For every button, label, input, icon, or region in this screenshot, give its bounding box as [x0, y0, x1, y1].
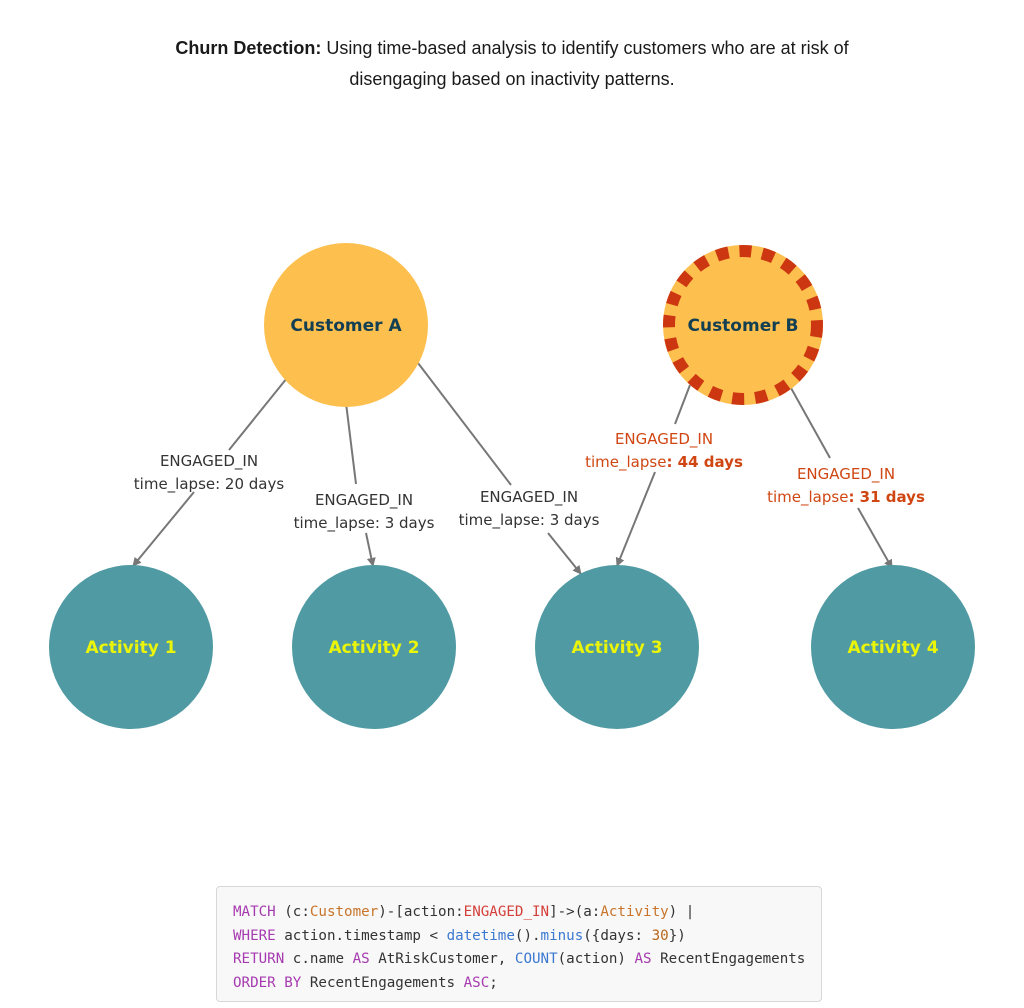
node-label: Customer A: [290, 316, 402, 336]
node-label: Customer B: [687, 316, 798, 336]
edge-label-a1: ENGAGED_IN time_lapse: 20 days: [134, 452, 285, 494]
edge-label-rel: ENGAGED_IN: [797, 465, 895, 484]
header-text-line2: disengaging based on inactivity patterns…: [349, 69, 675, 89]
code-line-order: ORDER BY RecentEngagements ASC;: [233, 974, 498, 991]
edge-a-activity1: [132, 377, 288, 567]
edge-b-activity4: [790, 387, 893, 569]
edge-label-rel: ENGAGED_IN: [480, 488, 578, 507]
edge-label-lapse: time_lapse: 31 days: [767, 488, 925, 507]
node-customer-a: Customer A: [264, 243, 428, 407]
node-activity-1: Activity 1: [49, 565, 213, 729]
node-customer-b-at-risk: Customer B: [663, 245, 823, 405]
node-label: Activity 2: [328, 638, 419, 658]
edge-label-lapse: time_lapse: 3 days: [294, 514, 435, 533]
header-title: Churn Detection:: [175, 38, 322, 58]
churn-graph-diagram: ENGAGED_IN time_lapse: 20 days ENGAGED_I…: [49, 243, 975, 729]
node-activity-3: Activity 3: [535, 565, 699, 729]
code-line-match: MATCH (c:Customer)-[action:ENGAGED_IN]->…: [233, 904, 695, 920]
edge-b-activity3: [615, 384, 691, 567]
node-label: Activity 3: [571, 638, 662, 658]
edge-a-activity3: [417, 362, 582, 575]
edge-label-rel: ENGAGED_IN: [315, 491, 413, 510]
edge-label-a2: ENGAGED_IN time_lapse: 3 days: [294, 491, 435, 533]
edge-label-b4: ENGAGED_IN time_lapse: 31 days: [767, 465, 925, 507]
risk-dashed-ring: [663, 245, 823, 405]
header-description: Churn Detection: Using time-based analys…: [0, 33, 1024, 95]
edge-label-rel: ENGAGED_IN: [615, 430, 713, 449]
node-activity-2: Activity 2: [292, 565, 456, 729]
edge-label-lapse: time_lapse: 44 days: [585, 453, 743, 472]
edge-label-rel: ENGAGED_IN: [160, 452, 258, 471]
edge-label-lapse: time_lapse: 20 days: [134, 475, 285, 494]
edge-label-b3: ENGAGED_IN time_lapse: 44 days: [585, 430, 743, 472]
node-activity-4: Activity 4: [811, 565, 975, 729]
code-line-where: WHERE action.timestamp < datetime().minu…: [233, 927, 686, 944]
node-label: Activity 4: [847, 638, 938, 658]
edge-label-lapse: time_lapse: 3 days: [459, 511, 600, 530]
edge-label-a3: ENGAGED_IN time_lapse: 3 days: [459, 488, 600, 530]
node-label: Activity 1: [85, 638, 176, 658]
header-text-line1: Using time-based analysis to identify cu…: [321, 38, 849, 58]
cypher-query-code-block: MATCH (c:Customer)-[action:ENGAGED_IN]->…: [216, 886, 822, 1002]
code-line-return: RETURN c.name AS AtRiskCustomer, COUNT(a…: [233, 951, 806, 967]
edge-a-activity2: [345, 402, 376, 567]
